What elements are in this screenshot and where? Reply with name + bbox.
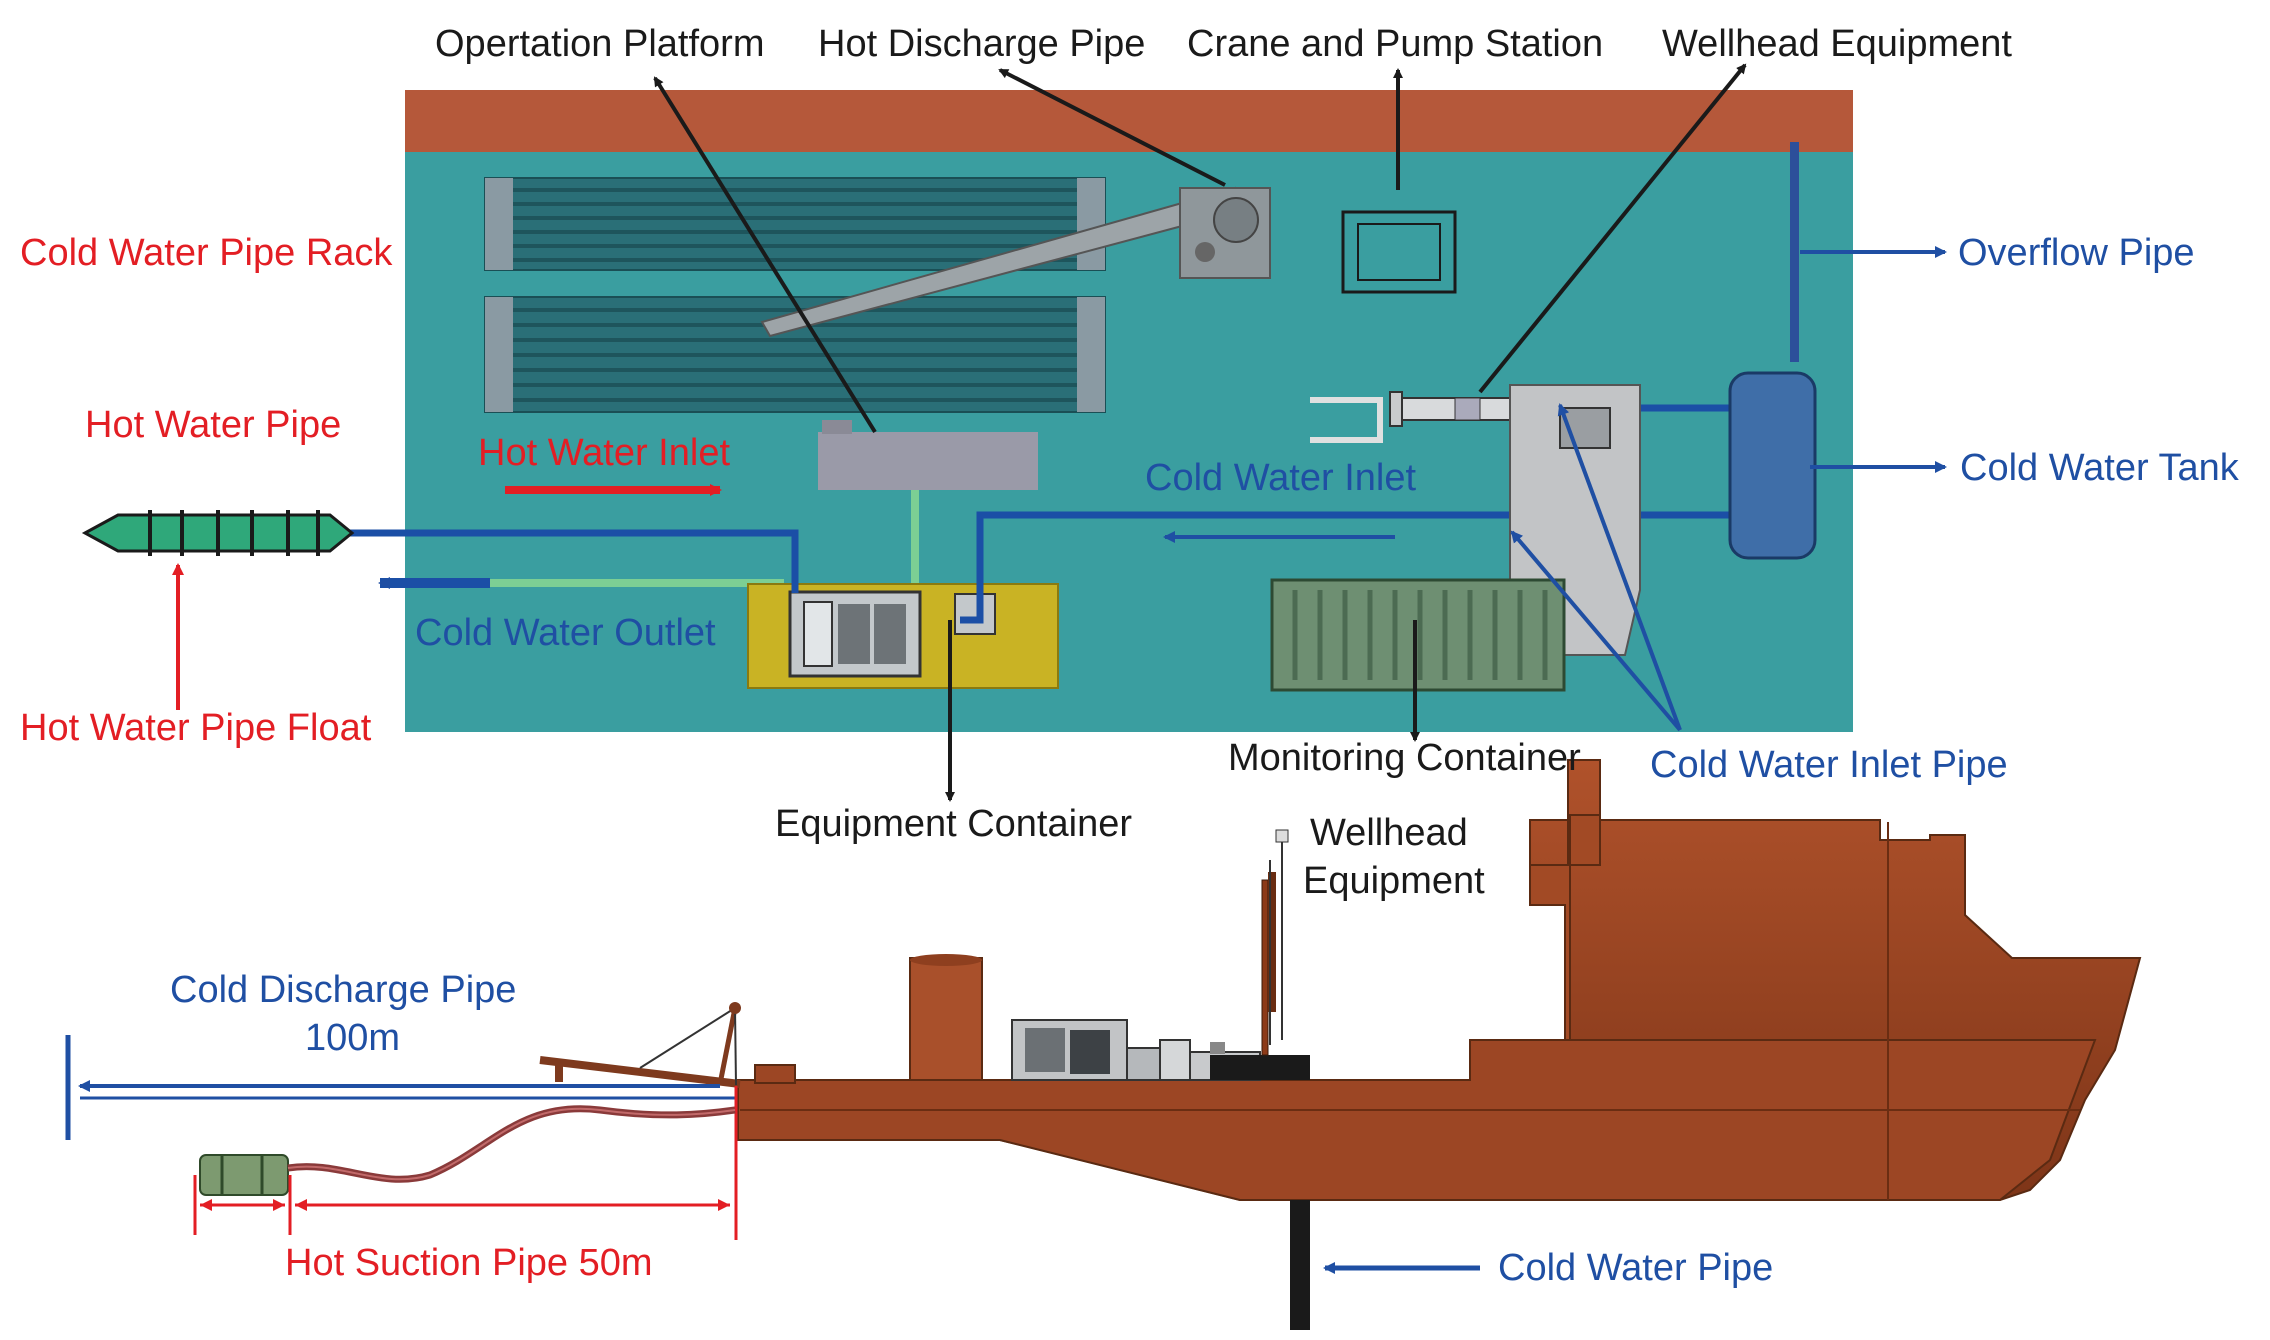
label-cold-water-inlet-pipe: Cold Water Inlet Pipe — [1650, 744, 2008, 786]
cold-water-pipe-rack — [484, 177, 1106, 413]
label-monitoring-container: Monitoring Container — [1228, 737, 1581, 779]
superstructure — [1529, 814, 1601, 1041]
wellhead-equipment-top — [1310, 391, 1511, 443]
deck-stack — [909, 957, 983, 1081]
cold-water-tank — [1728, 371, 1817, 560]
label-equipment-container: Equipment Container — [775, 803, 1132, 845]
label-hot-discharge-pipe: Hot Discharge Pipe — [818, 23, 1145, 65]
label-overflow-pipe: Overflow Pipe — [1958, 232, 2195, 274]
label-cold-water-outlet: Cold Water Outlet — [415, 612, 716, 654]
labels: Opertation Platform Hot Discharge Pipe C… — [20, 23, 2240, 1289]
cold-water-pipe-side — [1290, 1200, 1310, 1330]
deck-edge — [405, 90, 1853, 155]
label-wellhead-equipment-side-2: Equipment — [1303, 860, 1485, 902]
label-hot-suction-pipe: Hot Suction Pipe 50m — [285, 1242, 653, 1284]
label-hot-water-pipe-float: Hot Water Pipe Float — [20, 707, 372, 749]
hot-water-pipe-float — [81, 510, 355, 556]
hot-discharge-pipe — [760, 186, 1271, 338]
label-hot-water-pipe: Hot Water Pipe — [85, 404, 341, 446]
label-hot-water-inlet: Hot Water Inlet — [478, 432, 730, 474]
deck-equipment — [1011, 1019, 1261, 1081]
overflow-pipe — [1790, 142, 1799, 362]
top-view — [81, 90, 1853, 732]
label-cold-water-inlet: Cold Water Inlet — [1145, 457, 1416, 499]
wellhead-equipment-side — [1210, 829, 1310, 1080]
label-wellhead-equipment-side-1: Wellhead — [1310, 812, 1468, 854]
operation-platform — [818, 432, 1038, 490]
equipment-container — [747, 583, 1059, 689]
hot-suction-pipe — [193, 1105, 736, 1235]
label-cold-water-pipe-rack: Cold Water Pipe Rack — [20, 232, 393, 274]
label-cold-water-pipe: Cold Water Pipe — [1498, 1247, 1773, 1289]
crane-pump-station — [1341, 210, 1457, 294]
label-wellhead-equipment-top: Wellhead Equipment — [1662, 23, 2012, 65]
label-cold-discharge-length: 100m — [305, 1017, 400, 1059]
label-crane-pump-station: Crane and Pump Station — [1187, 23, 1603, 65]
label-cold-water-tank: Cold Water Tank — [1960, 447, 2240, 489]
monitoring-container — [1270, 578, 1566, 692]
side-view — [65, 759, 2142, 1330]
cold-discharge-pipe-side — [65, 1035, 738, 1240]
label-cold-discharge-pipe: Cold Discharge Pipe — [170, 969, 516, 1011]
stern-crane — [539, 1002, 741, 1088]
label-operation-platform: Opertation Platform — [435, 23, 764, 65]
leader-lines — [653, 63, 1747, 802]
